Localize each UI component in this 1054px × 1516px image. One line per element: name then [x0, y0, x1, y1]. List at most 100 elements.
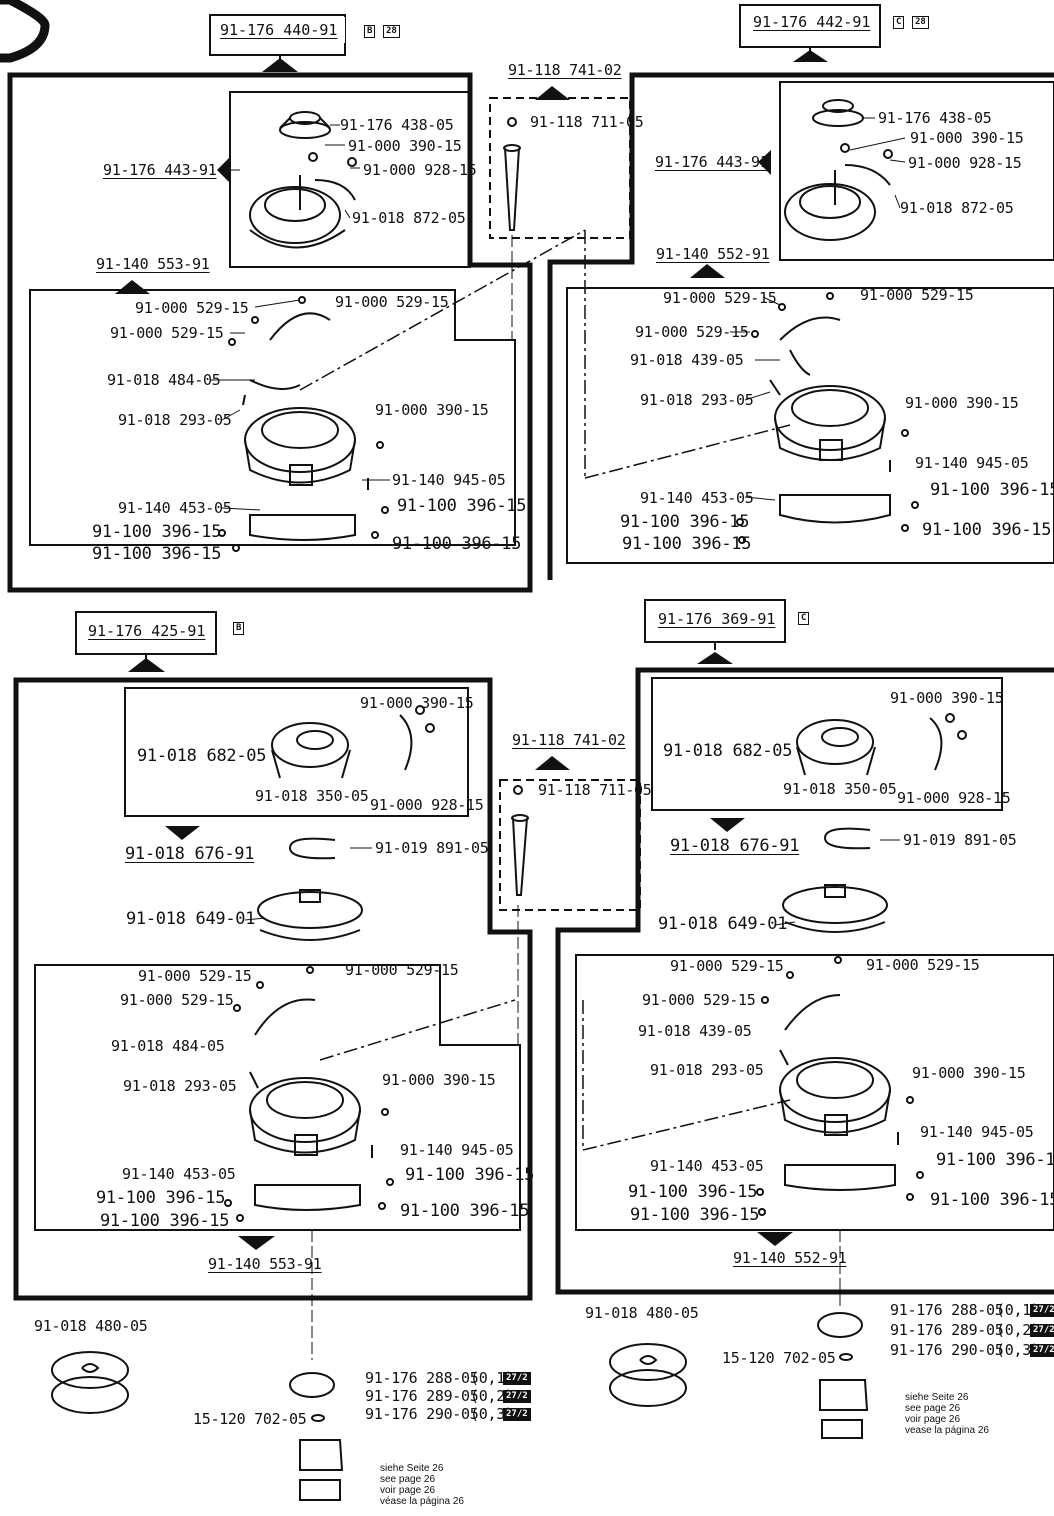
- part-label: 91-140 945-05: [915, 454, 1029, 472]
- part-label: 91-140 945-05: [920, 1123, 1034, 1141]
- assembly-lines: [299, 229, 791, 1151]
- spring-tag: 27/2: [1030, 1304, 1054, 1317]
- tag-tr-c: C: [893, 16, 905, 29]
- inset-bottom-left-upper: [124, 687, 469, 817]
- spring-label: 91-176 290-05: [890, 1341, 1004, 1359]
- part-label: 91-000 928-15: [908, 154, 1022, 172]
- part-label: 91-018 293-05: [118, 411, 232, 429]
- assembly-number-tl: 91-176 440-91: [212, 17, 346, 43]
- part-label: 91-000 390-15: [910, 129, 1024, 147]
- part-label: 91-018 682-05: [137, 746, 267, 766]
- part-label: 91-176 438-05: [878, 109, 992, 127]
- part-label: 91-000 529-15: [135, 299, 249, 317]
- bobbin-label: 91-018 480-05: [585, 1304, 699, 1322]
- inset-top-left-lower: [29, 289, 516, 546]
- frame-top-right: [547, 72, 1054, 580]
- part-label: 91-100 396-15: [397, 496, 527, 516]
- part-label: 91-000 529-15: [663, 289, 777, 307]
- washer-label: 15-120 702-05: [722, 1349, 836, 1367]
- group-number-br: 91-018 676-91: [670, 836, 800, 856]
- spring-label: 91-176 289-05: [890, 1321, 1004, 1339]
- spring-size: (0,3): [470, 1405, 514, 1423]
- inset-bottom-left-lower: [34, 964, 521, 1231]
- part-label: 91-100 396-15: [628, 1182, 758, 1202]
- spring-size: (0,2): [996, 1321, 1040, 1339]
- washer-label: 15-120 702-05: [193, 1410, 307, 1428]
- part-label: 91-000 529-15: [335, 293, 449, 311]
- part-label: 91-100 396-15: [630, 1205, 760, 1225]
- see-page-note: voir page 26: [380, 1485, 436, 1496]
- parts-top-left: [218, 111, 389, 552]
- part-label: 91-100 396-15: [936, 1150, 1054, 1170]
- spring-size: (0,3): [996, 1341, 1040, 1359]
- part-label: 91-000 529-15: [110, 324, 224, 342]
- spring-size: (0,2): [470, 1387, 514, 1405]
- spring-size: (0,1): [996, 1301, 1040, 1319]
- part-label: 91-000 529-15: [642, 991, 756, 1009]
- part-label: 91-018 872-05: [900, 199, 1014, 217]
- part-label: 91-000 529-15: [138, 967, 252, 985]
- part-label: 91-018 350-05: [255, 787, 369, 805]
- assembly-number-br: 91-176 369-91: [650, 606, 784, 632]
- assembly-number-tr: 91-176 442-91: [745, 9, 879, 35]
- sub-assembly-tl: 91-176 443-91: [103, 161, 217, 179]
- tag-tl-b: B: [364, 25, 376, 38]
- tag-tl-28: 28: [383, 25, 400, 38]
- assembly-number-center-top: 91-118 741-02: [508, 61, 622, 79]
- part-label: 91-140 453-05: [118, 499, 232, 517]
- frame-top-left: [7, 72, 533, 593]
- part-label: 91-100 396-15: [930, 480, 1054, 500]
- part-label: 91-000 928-15: [897, 789, 1011, 807]
- part-label: 91-100 396-15: [96, 1188, 226, 1208]
- see-page-note: see page 26: [380, 1474, 436, 1485]
- part-label: 91-000 390-15: [375, 401, 489, 419]
- shaft-lines: [311, 235, 841, 1360]
- part-label: 91-100 396-15: [400, 1201, 530, 1221]
- see-page-note: see page 26: [905, 1403, 961, 1414]
- leader-lines: [210, 117, 906, 926]
- part-label: 91-000 529-15: [866, 956, 980, 974]
- part-label: 91-100 396-15: [922, 520, 1052, 540]
- part-label: 91-000 529-15: [345, 961, 459, 979]
- part-label: 91-018 293-05: [640, 391, 754, 409]
- see-page-note: siehe Seite 26: [905, 1392, 969, 1403]
- parts-bottom-right: [756, 713, 967, 1216]
- part-label: 91-000 390-15: [348, 137, 462, 155]
- assembly-number-bl: 91-176 425-91: [80, 618, 214, 644]
- page-marker-shape: [0, 0, 50, 63]
- part-label: 91-000 390-15: [890, 689, 1004, 707]
- part-label: 91-018 350-05: [783, 780, 897, 798]
- spring-tag: 27/2: [503, 1390, 531, 1403]
- part-label: 91-018 872-05: [352, 209, 466, 227]
- part-label: 91-140 453-05: [122, 1165, 236, 1183]
- part-label: 91-140 453-05: [650, 1157, 764, 1175]
- parts-top-right: [736, 99, 919, 544]
- part-label: 91-000 928-15: [370, 796, 484, 814]
- frame-bottom-left: [13, 677, 533, 1301]
- tag-tr-28: 28: [912, 16, 929, 29]
- part-label: 91-018 649-01: [658, 914, 788, 934]
- part-label: 91-100 396-15: [930, 1190, 1054, 1210]
- part-label: 91-100 396-15: [622, 534, 752, 554]
- part-label: 91-000 928-15: [363, 161, 477, 179]
- part-label: 91-140 945-05: [392, 471, 506, 489]
- part-label: 91-118 711-05: [530, 113, 644, 131]
- part-label: 91-000 529-15: [635, 323, 749, 341]
- part-label: 91-118 711-05: [538, 781, 652, 799]
- part-label: 91-000 529-15: [120, 991, 234, 1009]
- part-label: 91-100 396-15: [405, 1165, 535, 1185]
- part-label: 91-000 529-15: [670, 957, 784, 975]
- spring-tag: 27/2: [1030, 1324, 1054, 1337]
- part-label: 91-100 396-15: [392, 534, 522, 554]
- group-number-tl: 91-140 553-91: [96, 255, 210, 273]
- see-page-note: siehe Seite 26: [380, 1463, 444, 1474]
- bobbins-and-springs: [51, 1312, 869, 1501]
- part-label: 91-100 396-15: [92, 544, 222, 564]
- part-label: 91-018 682-05: [663, 741, 793, 761]
- parts-center: [503, 117, 529, 896]
- spring-label: 91-176 289-05: [365, 1387, 479, 1405]
- part-label: 91-000 529-15: [860, 286, 974, 304]
- spring-label: 91-176 288-05: [890, 1301, 1004, 1319]
- tag-br-c: C: [798, 612, 810, 625]
